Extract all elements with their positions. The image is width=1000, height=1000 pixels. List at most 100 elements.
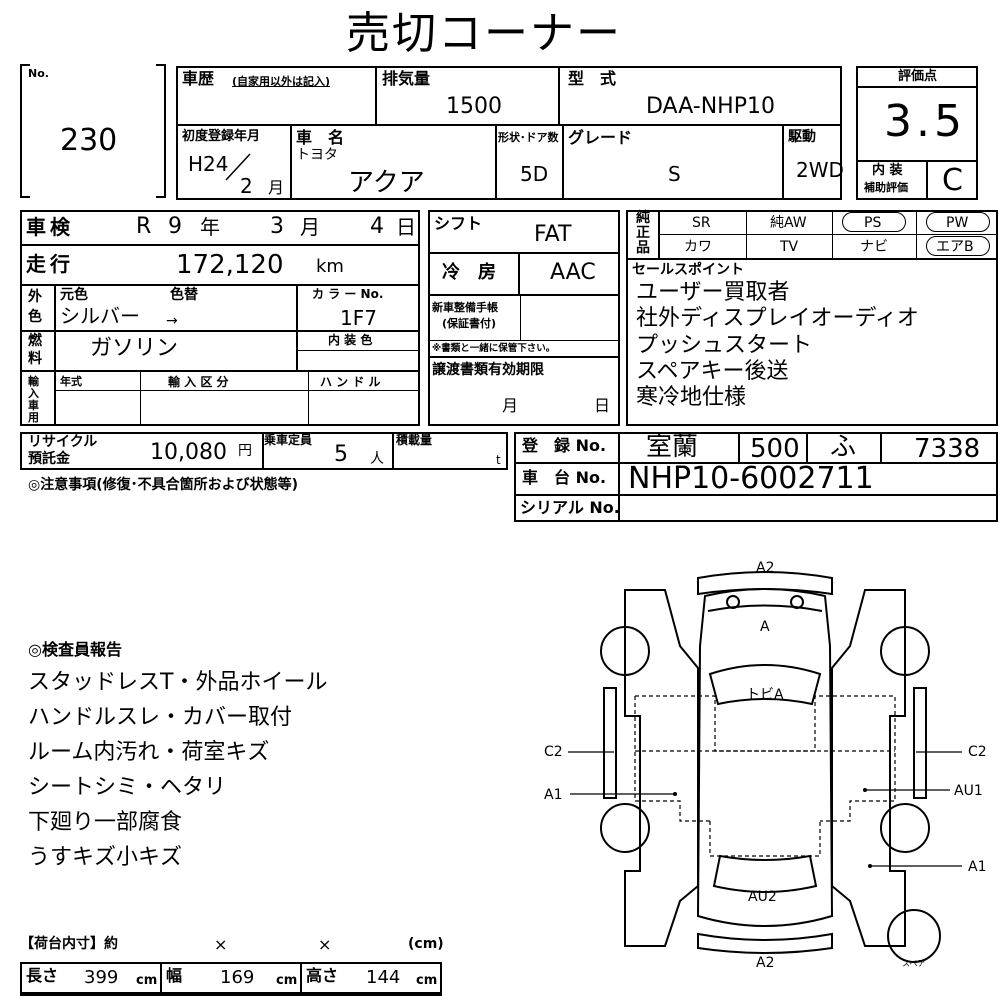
diagram-label-right-rear: A1 xyxy=(968,859,987,875)
shift-value: FAT xyxy=(534,222,572,247)
report-item: ルーム内汚れ・荷室キズ xyxy=(28,740,270,765)
equipment-ps: PS xyxy=(864,215,882,231)
car-name: アクア xyxy=(348,168,425,198)
displacement-value: 1500 xyxy=(446,94,502,119)
chassis-number: NHP10-6002711 xyxy=(628,461,874,496)
report-item: スタッドレスT・外品ホイール xyxy=(28,670,328,695)
car-damage-diagram xyxy=(568,571,962,963)
registration-region: 室蘭 xyxy=(646,432,699,462)
cargo-label: 【荷台内寸】約 xyxy=(20,936,118,952)
capacity-value: 5 xyxy=(334,442,348,467)
sales-point-item: 寒冷地仕様 xyxy=(636,385,747,410)
equipment-pw: PW xyxy=(946,215,969,231)
height-label: 高さ xyxy=(306,966,339,985)
first-registration-label: 初度登録年月 xyxy=(182,129,261,144)
diagram-label-windshield: トビA xyxy=(746,687,784,703)
inspection-day: 4 xyxy=(370,214,384,239)
recycle-unit: 円 xyxy=(238,443,252,459)
recycle-label: リサイクル xyxy=(28,434,98,450)
sales-point-item: ユーザー買取者 xyxy=(636,280,790,305)
first-registration-month: 2 xyxy=(240,174,253,198)
recycle-sub-label: 預託金 xyxy=(28,451,70,467)
load-label: 積載量 xyxy=(396,433,433,447)
aircon-label: 冷 房 xyxy=(442,262,496,283)
fuel-side-label-2: 料 xyxy=(28,351,42,367)
car-name-label: 車 名 xyxy=(296,128,345,147)
registration-label: 登 録 No. xyxy=(522,436,607,455)
diagram-label-hood: A xyxy=(760,619,770,635)
report-item: ハンドルスレ・カバー取付 xyxy=(28,705,293,730)
mileage-unit: km xyxy=(316,256,344,277)
diagram-label-rear: AU2 xyxy=(748,889,777,905)
length-value: 399 xyxy=(84,967,119,988)
page-title: 売切コーナー xyxy=(346,8,622,59)
diagram-label-rear-bumper: A2 xyxy=(756,955,775,971)
middle-info-table xyxy=(428,210,620,426)
vehicle-info-table xyxy=(176,66,842,200)
arrow-icon: → xyxy=(166,313,178,329)
first-registration-era: H24 xyxy=(188,152,229,176)
equipment-table xyxy=(626,210,998,426)
height-value: 144 xyxy=(366,967,401,988)
first-registration-month-unit: 月 xyxy=(268,178,285,197)
load-unit: t xyxy=(496,453,501,467)
diagram-label-front-bumper: A2 xyxy=(756,560,775,576)
grade-value: S xyxy=(668,162,681,186)
slash-icon xyxy=(225,153,251,181)
cargo-x2: × xyxy=(318,935,332,954)
interior-sub-label: 補助評価 xyxy=(864,181,908,194)
diagram-label-right-side: C2 xyxy=(968,744,987,760)
new-car-warranty-sub: (保証書付) xyxy=(442,317,497,330)
width-unit: cm xyxy=(276,973,298,988)
lot-number-box: No. 230 xyxy=(20,64,166,198)
equipment-tv: TV xyxy=(780,239,799,255)
history-label: 車歴 xyxy=(182,69,215,88)
sales-point-item: スペアキー後送 xyxy=(636,359,789,384)
inspection-era: R xyxy=(136,214,152,239)
color-code-label: カ ラ ー No. xyxy=(312,287,384,301)
diagram-label-left-side: C2 xyxy=(544,744,563,760)
interior-label: 内 装 xyxy=(872,163,903,178)
registration-kana: ふ xyxy=(830,432,857,462)
serial-label: シリアル No. xyxy=(520,498,620,517)
height-unit: cm xyxy=(416,973,438,988)
evaluation-box xyxy=(856,66,978,200)
equipment-navi: ナビ xyxy=(860,239,888,255)
report-item: うすキズ小キズ xyxy=(28,845,183,870)
evaluation-label: 評価点 xyxy=(898,69,938,84)
lot-number-label: No. xyxy=(28,67,49,80)
new-car-warranty-label: 新車整備手帳 xyxy=(432,301,498,314)
color-side-label-2: 色 xyxy=(28,309,42,325)
original-color-value: シルバー xyxy=(60,304,140,328)
warranty-note: ※書類と一緒に保管下さい。 xyxy=(432,343,556,354)
equipment-airbag-circle xyxy=(926,236,990,256)
fuel-side-label-1: 燃 xyxy=(28,333,42,349)
shape-value: 5D xyxy=(520,162,549,186)
equipment-pw-circle xyxy=(926,212,990,232)
recycle-value: 10,080 xyxy=(150,440,227,465)
evaluation-score: 3.5 xyxy=(884,96,966,147)
grade-label: グレード xyxy=(568,128,633,147)
shape-label: 形状･ドア数 xyxy=(498,131,559,144)
inspection-year: 9 xyxy=(168,214,182,239)
displacement-label: 排気量 xyxy=(382,69,431,88)
caution-label: ◎注意事項(修復･不具合箇所および状態等) xyxy=(28,477,299,493)
fuel-value: ガソリン xyxy=(90,336,179,361)
capacity-label: 乗車定員 xyxy=(264,433,313,447)
width-value: 169 xyxy=(220,967,255,988)
equipment-side-label-3: 品 xyxy=(636,240,650,256)
inspection-year-unit: 年 xyxy=(200,215,220,239)
transfer-day-unit: 日 xyxy=(594,396,611,415)
import-side-label: 輸入車用 xyxy=(28,375,39,424)
shift-label: シフト xyxy=(434,214,483,233)
width-label: 幅 xyxy=(166,966,183,985)
car-maker: トヨタ xyxy=(296,147,338,163)
registration-table xyxy=(514,432,998,522)
inspection-month: 3 xyxy=(270,214,284,239)
transfer-label: 譲渡書類有効期限 xyxy=(432,362,544,378)
model-label: 型 式 xyxy=(568,69,617,88)
equipment-leather: カワ xyxy=(684,239,712,255)
mileage-value: 172,120 xyxy=(176,250,284,280)
drive-label: 駆動 xyxy=(788,129,816,145)
inspection-day-unit: 日 xyxy=(396,215,416,239)
